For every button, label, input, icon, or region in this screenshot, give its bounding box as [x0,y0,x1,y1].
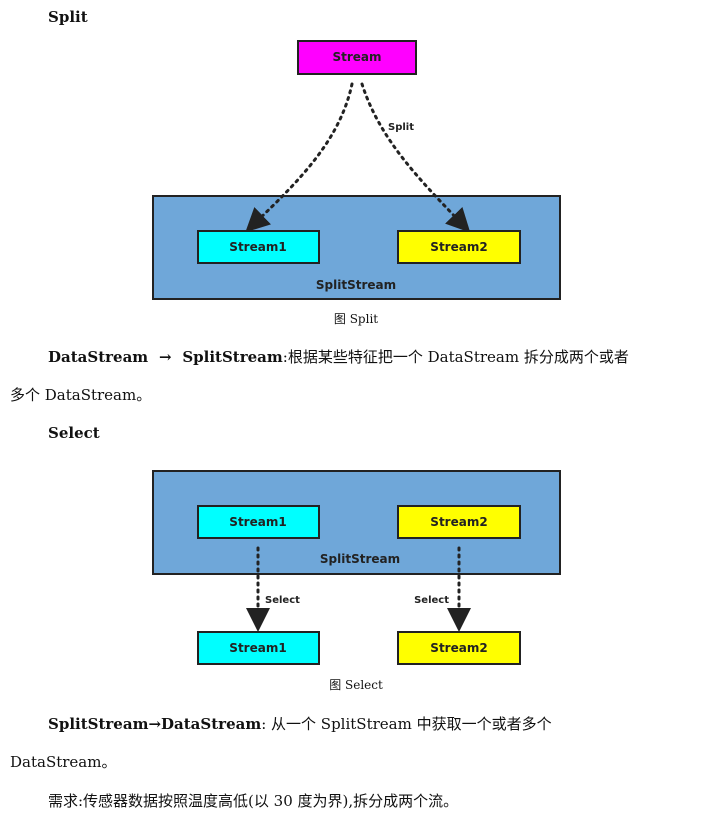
split-caption: 图 Split [333,312,379,326]
splitstream-label: SplitStream [316,278,396,292]
split-arrow-right [360,82,471,233]
select-desc-term1: SplitStream [48,715,149,733]
split-arrow-label: Split [388,122,414,133]
select-inner-stream1-label: Stream1 [229,515,286,529]
split-description-line1: DataStream → SplitStream:根据某些特征把一个 DataS… [48,346,629,368]
select-arrow-right-label: Select [414,595,449,606]
split-diagram: SplitStream Stream Split Stream1 Stream2 [152,40,561,300]
split-desc-term1: DataStream [48,348,149,366]
select-arrow-left-label: Select [265,595,300,606]
split-desc-arrow: → [158,348,172,366]
select-inner-stream1-box [197,505,320,539]
select-inner-stream2-box [397,505,521,539]
select-heading: Select [48,424,100,442]
select-output-stream1-box [197,631,320,665]
select-desc-term2: DataStream [161,715,262,733]
select-desc-text-line1: : 从一个 SplitStream 中获取一个或者多个 [261,715,552,733]
split-desc-term2: SplitStream [182,348,283,366]
split-desc-text-line1: :根据某些特征把一个 DataStream 拆分成两个或者 [282,348,629,366]
split-output-stream1-box [197,230,320,264]
split-output-stream2-label: Stream2 [430,240,487,254]
select-caption: 图 Select [329,678,383,692]
split-output-stream1-label: Stream1 [229,240,286,254]
split-output-stream2-box [397,230,521,264]
source-stream-box [297,40,417,75]
select-description-line1: SplitStream→DataStream: 从一个 SplitStream … [48,713,552,735]
select-diagram: SplitStream Stream1 Stream2 Select Selec… [152,470,561,665]
select-desc-arrow: → [148,715,162,733]
select-output-stream2-label: Stream2 [430,641,487,655]
select-output-stream2-box [397,631,521,665]
requirement-text: 需求:传感器数据按照温度高低(以 30 度为界),拆分成两个流。 [48,792,459,810]
split-arrow-left [245,82,354,233]
split-heading: Split [48,8,88,26]
select-inner-stream2-label: Stream2 [430,515,487,529]
select-desc-text-line2: DataStream。 [10,753,117,771]
select-output-stream1-label: Stream1 [229,641,286,655]
split-desc-text-line2: 多个 DataStream。 [10,386,152,404]
select-splitstream-label: SplitStream [320,552,400,566]
source-stream-label: Stream [332,50,381,64]
